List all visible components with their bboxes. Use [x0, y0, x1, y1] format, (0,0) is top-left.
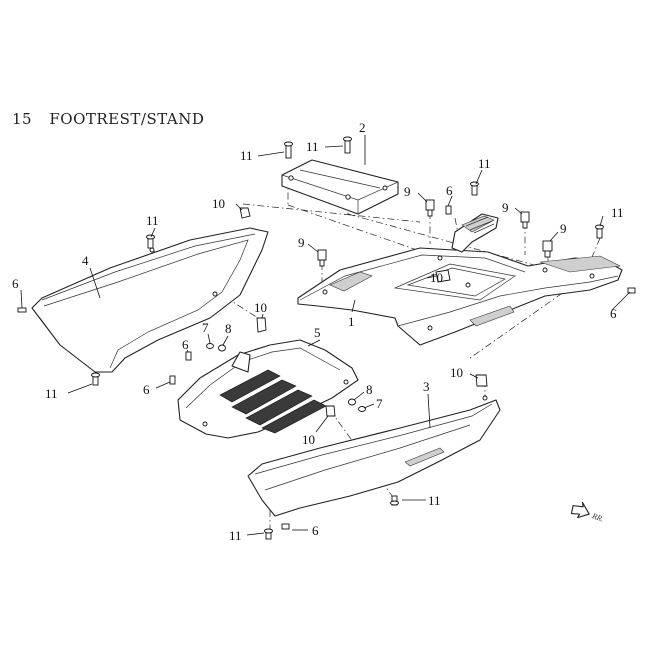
callout-washer-7: 7: [202, 320, 209, 335]
clip-nut-icon: [256, 317, 267, 333]
clip-nut-icon: [435, 269, 451, 283]
callout-screw-11: 11: [146, 213, 159, 228]
callout-screw-11: 11: [306, 139, 319, 154]
callout-screw-11: 11: [229, 528, 242, 543]
title-text: FOOTREST/STAND: [49, 110, 204, 128]
callout-screw-11: 11: [428, 493, 441, 508]
bolt-icon: [542, 240, 553, 258]
callout-clip-10: 10: [212, 196, 225, 211]
screw-icon: [264, 528, 273, 540]
screw-icon: [284, 141, 293, 159]
diagram-title: 15 FOOTREST/STAND: [12, 110, 204, 128]
callout-leaders: [20, 135, 631, 536]
callout-clip-10: 10: [302, 432, 315, 447]
screw-icon: [470, 181, 479, 196]
callout-part-3: 3: [423, 379, 430, 394]
callout-screw-6: 6: [12, 276, 19, 291]
callout-bolt-9: 9: [502, 200, 509, 215]
callout-washer-7: 7: [376, 396, 383, 411]
part-5-center-panel[interactable]: [177, 339, 359, 439]
screw-icon: [91, 372, 100, 386]
part-2-cover-plate[interactable]: [281, 159, 399, 215]
clip-nut-icon: [475, 374, 488, 387]
screw-icon: [281, 523, 290, 530]
washer-icon: [358, 406, 366, 412]
callout-part-2: 2: [359, 120, 366, 135]
title-number: 15: [12, 110, 32, 128]
direction-indicator: RR.: [570, 501, 605, 524]
callout-nut-8: 8: [225, 321, 232, 336]
screw-icon: [17, 307, 27, 313]
screw-icon: [343, 136, 352, 154]
callout-bolt-9: 9: [298, 235, 305, 250]
callout-clip-10: 10: [450, 365, 463, 380]
screw-icon: [627, 287, 636, 294]
screw-icon: [185, 351, 192, 361]
screw-icon: [390, 495, 399, 506]
clip-nut-icon: [239, 207, 251, 219]
part-1-floor-frame[interactable]: [297, 247, 623, 346]
part-4-left-side-cover[interactable]: [31, 227, 269, 373]
screw-icon: [595, 224, 604, 239]
callout-screw-11: 11: [478, 156, 491, 171]
callout-clip-10: 10: [254, 300, 267, 315]
callout-clip-10: 10: [430, 270, 443, 285]
washer-icon: [206, 343, 214, 349]
callout-screw-6: 6: [143, 382, 150, 397]
callout-nut-8: 8: [366, 382, 373, 397]
screw-icon: [146, 234, 155, 249]
screw-icon: [445, 205, 452, 215]
callout-bolt-9: 9: [404, 184, 411, 199]
callout-screw-6: 6: [312, 523, 319, 538]
footrest-bracket[interactable]: [451, 213, 499, 253]
direction-label: RR.: [590, 511, 605, 524]
bolt-icon: [520, 211, 530, 229]
callout-screw-6: 6: [610, 306, 617, 321]
callout-screw-11: 11: [45, 386, 58, 401]
callout-screw-11: 11: [611, 205, 624, 220]
callout-screw-11: 11: [240, 148, 253, 163]
clip-nut-icon: [325, 405, 336, 417]
callout-part-4: 4: [82, 253, 89, 268]
callout-screw-6: 6: [182, 337, 189, 352]
bolt-icon: [425, 199, 435, 217]
bolt-icon: [317, 249, 327, 267]
callout-part-1: 1: [348, 314, 355, 329]
callout-part-5: 5: [314, 325, 321, 340]
nut-icon: [348, 398, 356, 406]
callout-screw-6: 6: [446, 183, 453, 198]
screw-icon: [169, 375, 176, 385]
callout-bolt-9: 9: [560, 221, 567, 236]
callout-labels: 2 11 11 11 11 11 11 11 11 10 10 10 10 10…: [12, 120, 624, 543]
direction-arrow-icon: [570, 501, 590, 519]
hardware-screws: [17, 136, 636, 540]
nut-icon: [218, 344, 226, 352]
